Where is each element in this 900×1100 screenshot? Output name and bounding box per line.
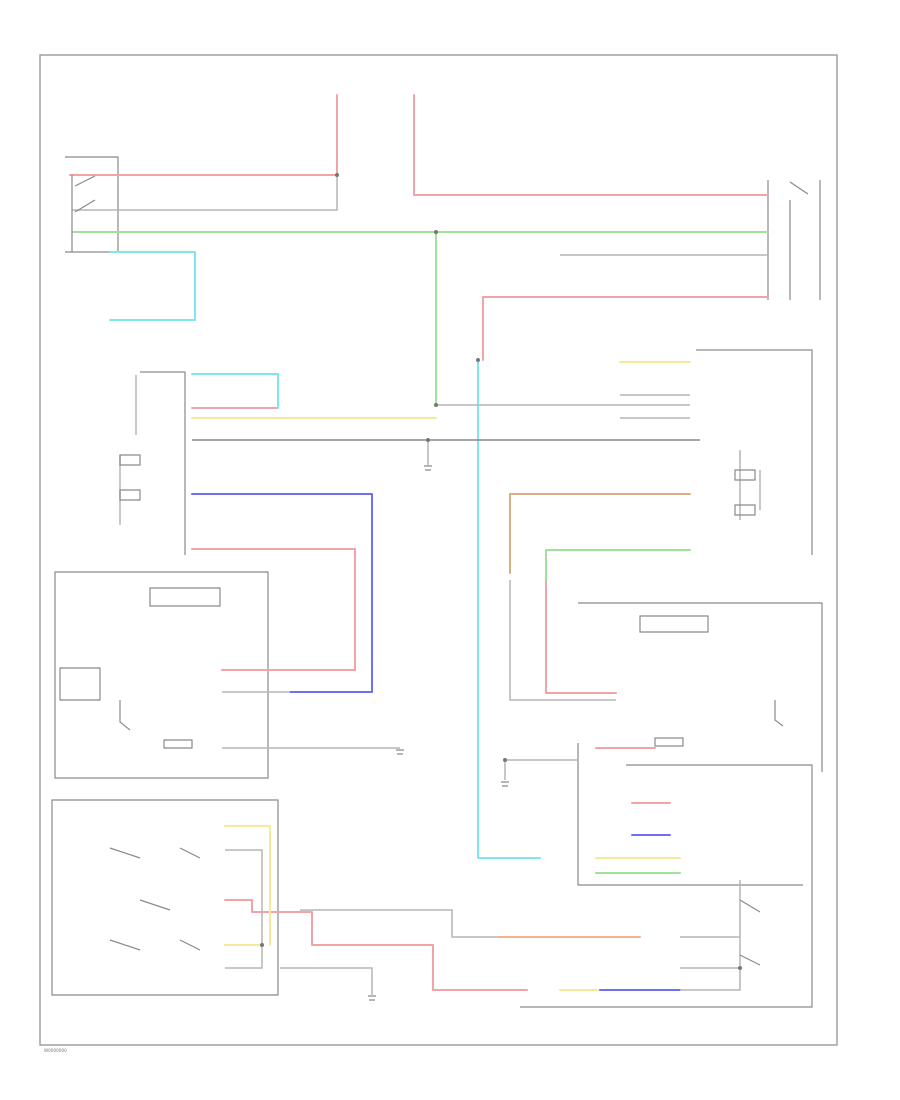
rear-seat-heater-left [109,847,201,951]
ground-symbol-3 [501,781,509,787]
splice-dot [335,173,339,177]
wire-gray-11 [300,909,500,938]
red-wires [69,94,769,991]
left-seat-heater-unit [149,587,221,607]
left-seat-heater-control-box [59,667,101,701]
passenger-side-panel [520,764,813,1008]
left-heater-element [119,454,141,501]
wire-red-1 [69,94,338,176]
wire-blue-1 [191,493,373,693]
switch-symbols [71,175,809,1001]
wire-gray-6 [509,580,616,701]
passenger-front-seat-box [577,743,803,886]
right-switch-bracket [696,349,813,555]
left-switch-bracket [65,156,119,253]
wire-cyan-3 [477,359,541,859]
wire-red-5 [191,548,356,671]
wire-red-6 [545,579,617,694]
splice-dot [738,966,742,970]
gray-wires [72,175,768,995]
passenger-heater-switch [739,899,761,966]
wire-red-3 [482,296,769,361]
splice-dot [434,230,438,234]
diagram-border [39,54,838,1046]
rear-seat-heater-right [139,899,201,951]
wire-gray-1 [72,175,338,211]
footer-code: W0000000 [44,1048,67,1053]
left-relay-switch [71,175,96,252]
splice-dots [260,173,742,970]
ground-symbol-4 [396,749,404,755]
ground-symbol-2 [368,995,376,1001]
splice-dot [434,403,438,407]
wire-gray-10 [225,849,263,969]
ground-symbol-1 [424,465,432,471]
wire-gray-17 [119,375,137,525]
wire-yellow-3 [224,825,271,946]
right-front-seat-heater-switch-box [578,602,823,772]
wire-red-2 [413,94,769,196]
yellow-wires [191,361,691,991]
wire-gray-9 [504,759,578,780]
other-colored-wires [191,493,691,991]
wire-gray-12 [280,967,373,995]
wire-red-7 [224,899,528,991]
right-relay-switch [789,181,809,300]
cyan-wires [109,251,541,859]
left-illumination-bracket [140,371,186,555]
wire-brown-1 [509,493,691,574]
left-seat-heater-switch [119,700,193,749]
right-heater-element [734,469,756,516]
wire-cyan-1 [109,251,196,321]
rear-seat-heater-box [51,799,279,996]
splice-dot [476,358,480,362]
right-heated-seat-relay-box [767,180,821,300]
wire-green-3 [545,549,691,581]
right-seat-heater-switch [654,700,784,747]
wire-gray-16 [680,880,741,991]
right-seat-heater-unit [639,615,709,633]
component-boxes [51,156,823,1008]
green-wires [71,231,769,874]
splice-dot [426,438,430,442]
splice-dot [260,943,264,947]
left-front-seat-heater-switch-box [54,571,269,779]
wire-cyan-2 [191,373,279,409]
splice-dot [503,758,507,762]
wire-gray-18 [739,450,761,520]
